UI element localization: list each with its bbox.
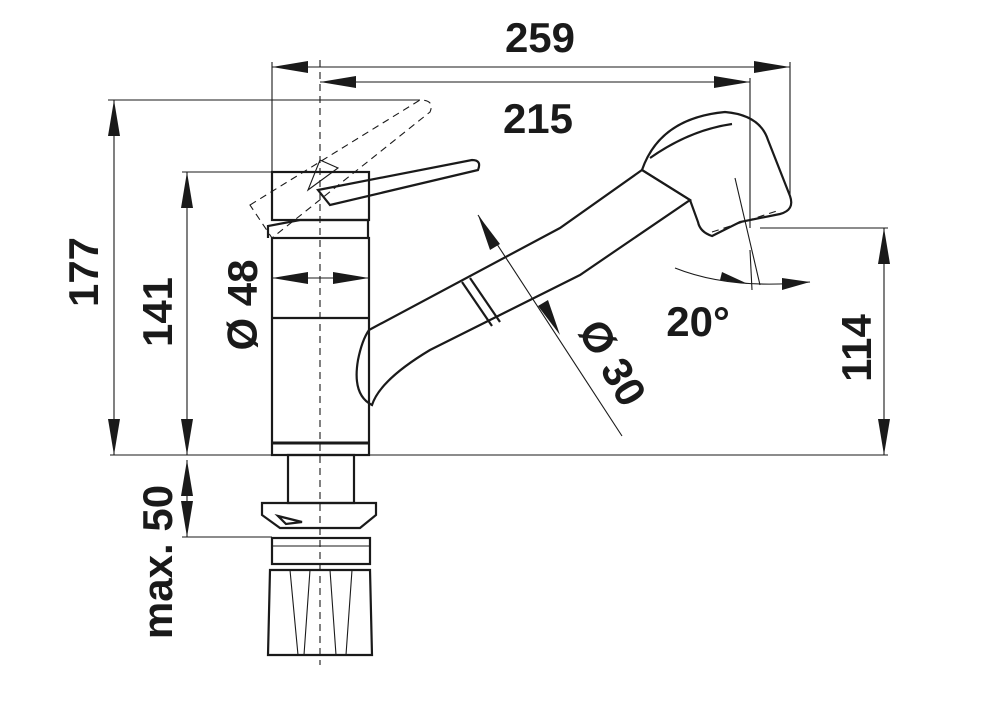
supply-connector <box>266 568 374 657</box>
mounting-nut <box>260 501 378 530</box>
spout-height-label: 114 <box>833 313 880 381</box>
lever-handle <box>316 158 481 207</box>
deck-thickness-label: max. 50 <box>134 485 181 639</box>
dimension-spout-reach: 215 <box>320 76 751 228</box>
shank <box>286 453 356 505</box>
body-diameter-label: Ø 48 <box>219 259 266 350</box>
dimension-spout-height: 114 <box>760 227 890 455</box>
dimension-deck-thickness: max. 50 <box>134 460 272 639</box>
total-height-label: 177 <box>60 237 107 307</box>
overall-width-label: 259 <box>505 14 575 61</box>
dimension-overall-width: 259 <box>271 14 791 196</box>
dimension-total-height: 177 <box>60 99 420 455</box>
dimension-body-height: 141 <box>134 171 272 455</box>
swivel-angle-label: 20° <box>666 298 730 345</box>
lever-housing <box>266 218 370 238</box>
body-height-label: 141 <box>134 277 181 347</box>
spray-diameter-label: Ø 30 <box>569 312 655 414</box>
dimension-body-diameter: Ø 48 <box>219 259 369 351</box>
faucet-outline <box>110 60 888 665</box>
spout-reach-label: 215 <box>503 95 573 142</box>
dimension-spray-diameter: Ø 30 <box>477 214 656 437</box>
lever-raised-position <box>249 99 432 239</box>
dimension-swivel-angle: 20° <box>666 249 811 345</box>
spout <box>355 168 693 407</box>
